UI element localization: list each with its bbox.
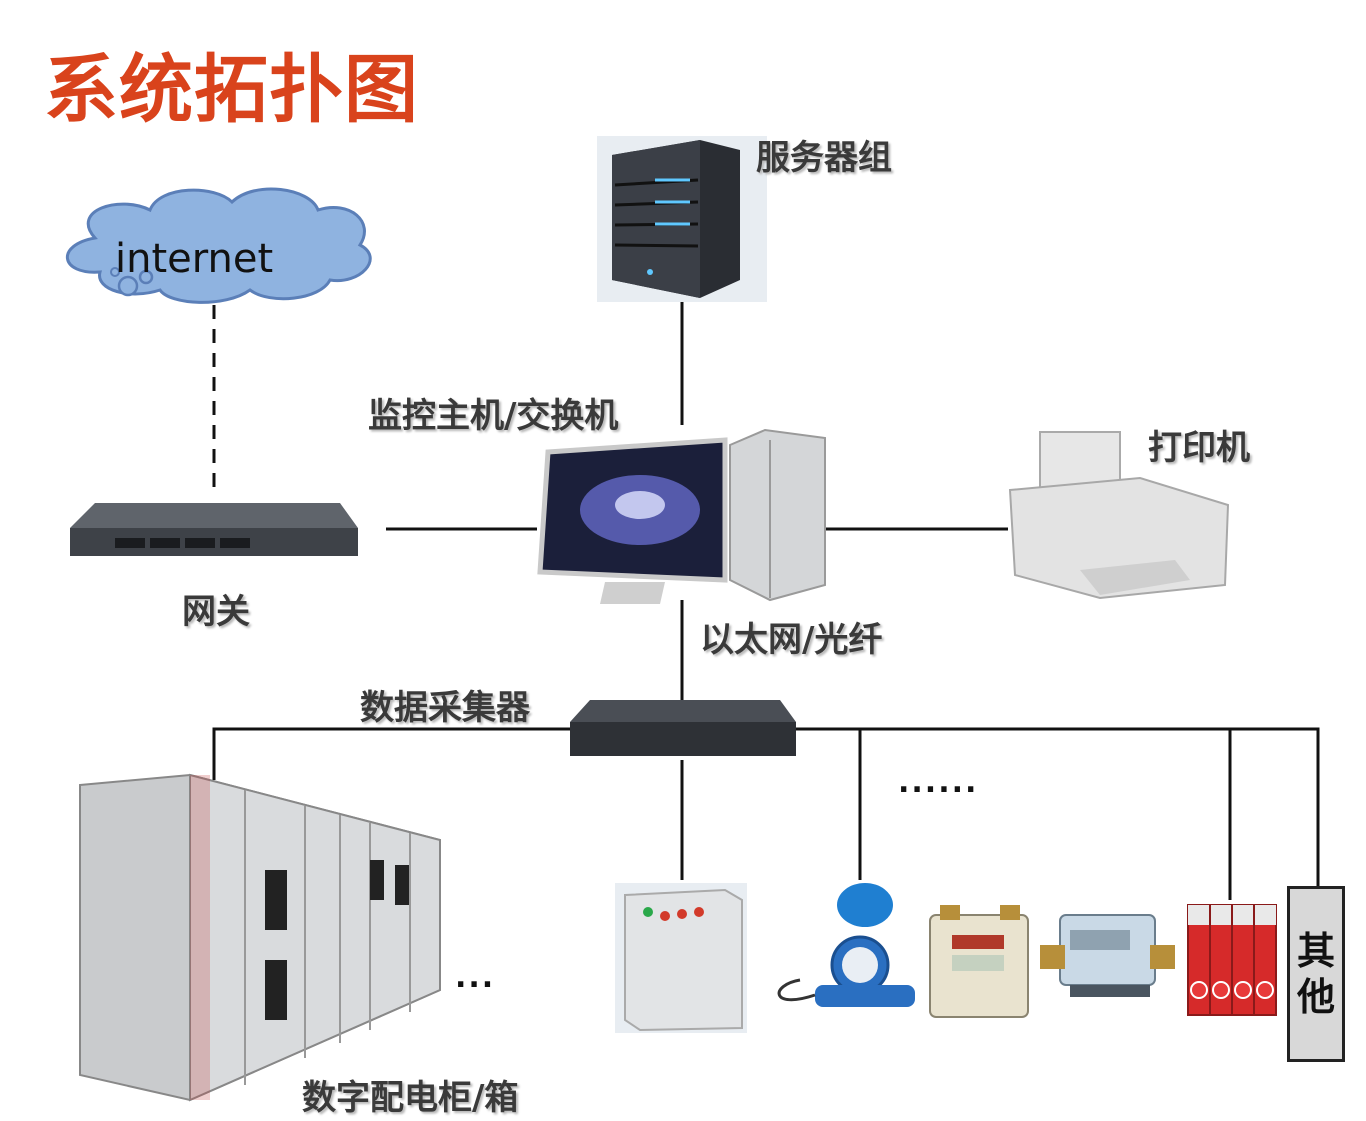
- gas-meter-icon: [929, 905, 1029, 1018]
- bus-right-line: [796, 727, 1320, 886]
- distribution-cabinet-label: 数字配电柜/箱: [302, 1078, 519, 1118]
- other-devices-box: 其 他: [1287, 886, 1345, 1062]
- monitor-host-label: 监控主机/交换机: [368, 396, 619, 436]
- devices-ellipsis: ......: [898, 765, 979, 800]
- ethernet-label: 以太网/光纤: [700, 620, 883, 660]
- control-box-icon: [615, 883, 747, 1033]
- other-label-1: 其: [1296, 929, 1335, 973]
- cabinets-ellipsis: ...: [455, 960, 496, 995]
- internet-cloud-icon: [65, 187, 372, 304]
- data-collector-label: 数据采集器: [360, 688, 530, 728]
- distribution-cabinet-icon: [79, 773, 441, 1102]
- gateway-icon: [70, 503, 358, 556]
- water-meter-icon: [777, 883, 915, 1007]
- surge-protector-icon: [1187, 904, 1277, 1016]
- server-group-label: 服务器组: [756, 138, 892, 178]
- bus-left-line: [212, 727, 570, 780]
- printer-icon: [1008, 431, 1230, 600]
- page-title: 系统拓扑图: [44, 47, 419, 133]
- cloud-label: internet: [115, 236, 273, 282]
- monitor-host-icon: [537, 428, 826, 604]
- other-label-2: 他: [1296, 975, 1335, 1019]
- gateway-label: 网关: [182, 592, 250, 632]
- data-collector-icon: [570, 700, 796, 756]
- heat-meter-icon: [1040, 914, 1175, 997]
- printer-label: 打印机: [1148, 428, 1250, 468]
- server-icon: [597, 136, 767, 302]
